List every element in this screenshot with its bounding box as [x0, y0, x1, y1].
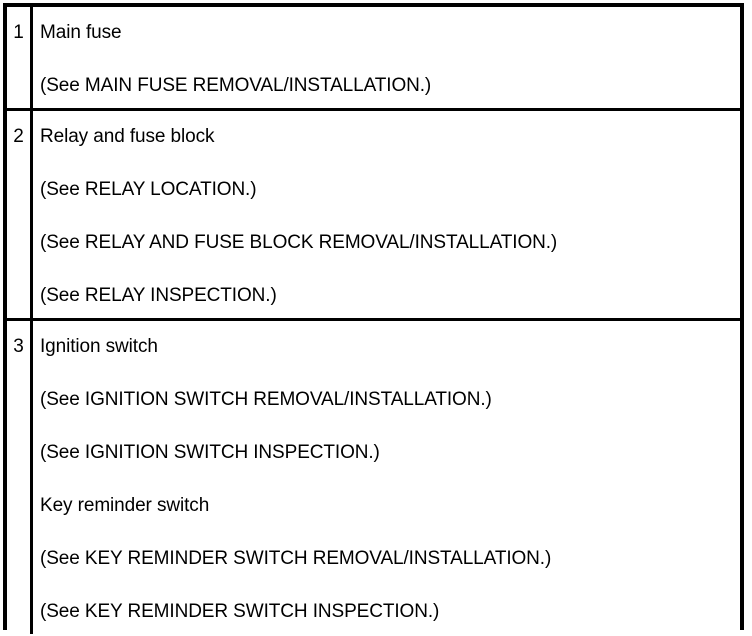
component-table: 1 Main fuse (See MAIN FUSE REMOVAL/INSTALL…	[3, 3, 744, 634]
table-row: 1 Main fuse (See MAIN FUSE REMOVAL/INSTALL…	[7, 7, 740, 111]
row-number-cell: 1	[7, 7, 33, 108]
reference-line: (See KEY REMINDER SWITCH INSPECTION.)	[40, 601, 440, 622]
component-name: Main fuse	[40, 22, 122, 43]
reference-line: (See RELAY LOCATION.)	[40, 179, 257, 200]
reference-line: (See KEY REMINDER SWITCH REMOVAL/INSTALL…	[40, 548, 552, 569]
row-number-cell: 2	[7, 111, 33, 318]
row-number: 3	[13, 336, 24, 357]
table-row: 3 Ignition switch (See IGNITION SWITCH REM…	[7, 321, 740, 634]
reference-line: (See MAIN FUSE REMOVAL/INSTALLATION.)	[40, 75, 432, 96]
component-name: Ignition switch	[40, 336, 158, 357]
component-name: Relay and fuse block	[40, 126, 215, 147]
row-number: 1	[13, 22, 24, 43]
row-description-cell: Main fuse (See MAIN FUSE REMOVAL/INSTALLA…	[33, 7, 740, 108]
table-row: 2 Relay and fuse block (See RELAY LOCATION…	[7, 111, 740, 321]
row-number: 2	[13, 126, 24, 147]
row-number-cell: 3	[7, 321, 33, 634]
component-name: Key reminder switch	[40, 495, 210, 516]
reference-line: (See RELAY AND FUSE BLOCK REMOVAL/INSTAL…	[40, 232, 558, 253]
row-description-cell: Ignition switch (See IGNITION SWITCH REMO…	[33, 321, 740, 634]
reference-line: (See IGNITION SWITCH REMOVAL/INSTALLATIO…	[40, 389, 492, 410]
row-description-cell: Relay and fuse block (See RELAY LOCATION.…	[33, 111, 740, 318]
reference-line: (See RELAY INSPECTION.)	[40, 285, 277, 306]
table-body: 1 Main fuse (See MAIN FUSE REMOVAL/INSTALL…	[7, 7, 740, 634]
reference-line: (See IGNITION SWITCH INSPECTION.)	[40, 442, 380, 463]
